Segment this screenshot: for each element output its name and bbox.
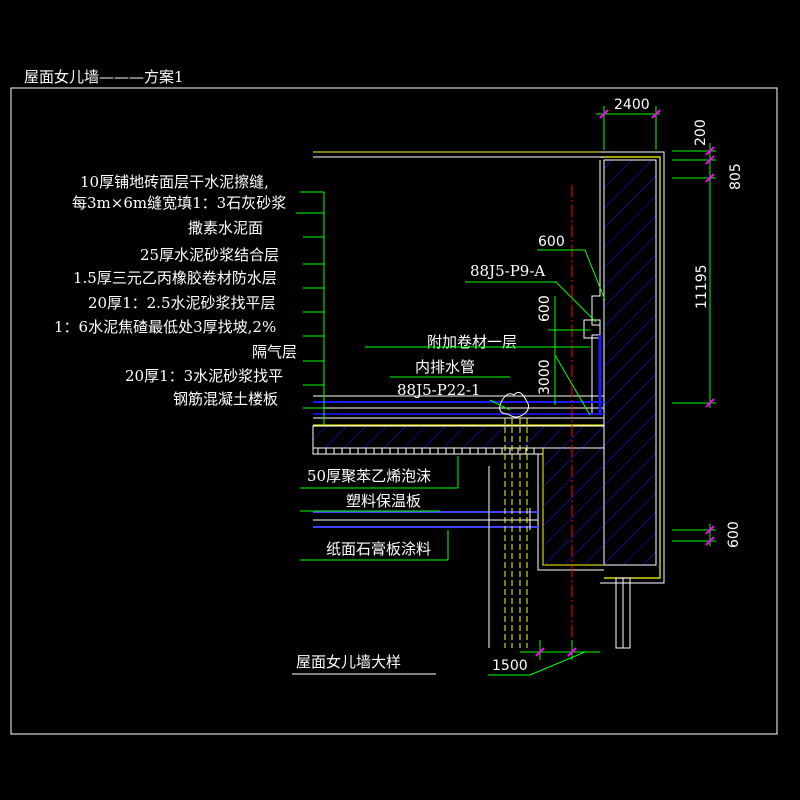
dim-805: 805 — [728, 163, 744, 190]
dim-600-vertical: 600 — [537, 295, 553, 322]
lower-leaders — [300, 456, 459, 561]
dim-600-horizontal-lines — [537, 249, 606, 301]
drain-pipe-label: 内排水管 — [415, 358, 475, 376]
layer-label: 撒素水泥面 — [188, 219, 263, 237]
drain-pipe-leader-2 — [489, 399, 511, 411]
drain-pipe — [488, 391, 530, 648]
layer-label: 塑料保温板 — [346, 492, 421, 510]
extra-membrane-label: 附加卷材一层 — [427, 333, 517, 351]
dim-1500: 1500 — [492, 658, 528, 674]
layer-label-group: 10厚铺地砖面层干水泥擦缝, 每3m×6m缝宽填1：3石灰砂浆 撒素水泥面 25… — [54, 173, 297, 408]
dim-11195: 11195 — [694, 264, 710, 309]
dim-right-ticks — [705, 146, 715, 546]
layer-label: 50厚聚苯乙烯泡沫 — [307, 467, 431, 485]
layer-label: 隔气层 — [252, 343, 297, 361]
dim-2400-ticks — [599, 109, 661, 119]
layer-label: 20厚1：2.5水泥砂浆找平层 — [88, 294, 276, 312]
dim-600-horizontal: 600 — [538, 234, 565, 250]
layer-leaders — [296, 191, 325, 425]
layer-label: 1：6水泥焦碴最低处3厚找坡,2% — [54, 318, 276, 336]
dim-2400: 2400 — [614, 97, 650, 113]
layer-label: 每3m×6m缝宽填1：3石灰砂浆 — [72, 194, 286, 212]
dim-200: 200 — [693, 119, 709, 146]
dim-600-right: 600 — [726, 521, 742, 548]
detail-subtitle: 屋面女儿墙大样 — [296, 653, 401, 671]
dim-1500-lines — [488, 640, 600, 676]
lower-label-group: 50厚聚苯乙烯泡沫 塑料保温板 纸面石膏板涂料 — [307, 467, 431, 558]
layer-label: 纸面石膏板涂料 — [326, 540, 431, 558]
dim-3000-lines — [554, 330, 591, 416]
ref-p22-label: 88J5-P22-1 — [397, 381, 481, 399]
dim-1500-ticks — [535, 647, 577, 657]
ref-p9-leader — [465, 281, 597, 323]
layer-label: 25厚水泥砂浆结合层 — [140, 246, 279, 264]
dim-right-lines — [672, 143, 716, 546]
parapet-wall — [583, 151, 665, 584]
drawing-frame — [10, 87, 778, 735]
layer-label: 20厚1：3水泥砂浆找平 — [125, 367, 283, 385]
layer-label: 1.5厚三元乙丙橡胶卷材防水层 — [73, 269, 277, 287]
layer-label: 钢筋混凝土楼板 — [173, 390, 278, 408]
roof-layers — [312, 395, 631, 649]
dim-3000: 3000 — [537, 359, 553, 395]
drawing-title: 屋面女儿墙———方案1 — [24, 68, 184, 86]
ref-p9-label: 88J5-P9-A — [470, 262, 545, 280]
coping-lines — [313, 151, 604, 158]
layer-label: 10厚铺地砖面层干水泥擦缝, — [80, 173, 269, 191]
